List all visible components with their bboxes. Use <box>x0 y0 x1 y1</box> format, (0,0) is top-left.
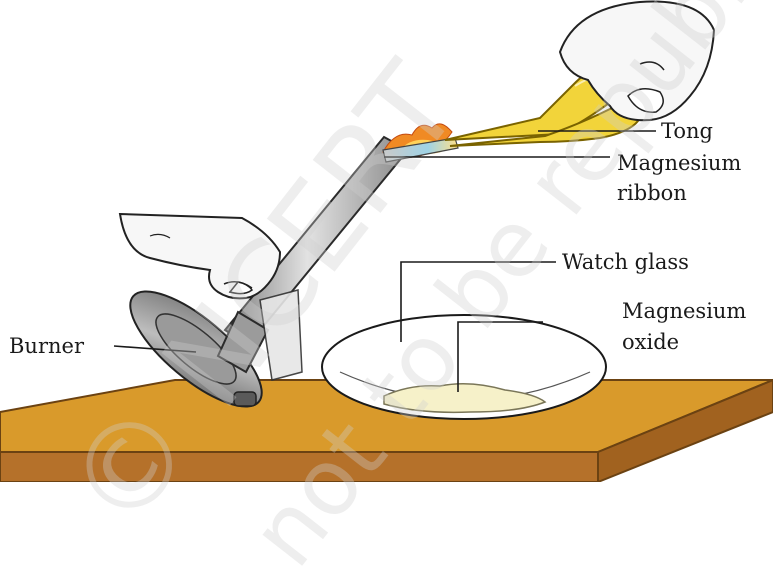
illustration <box>0 0 773 482</box>
diagram-canvas: Tong Magnesium ribbon Watch glass Magnes… <box>0 0 773 482</box>
hand-left <box>120 214 280 298</box>
label-magnesium-oxide-line1: Magnesium <box>622 299 746 323</box>
label-watch-glass: Watch glass <box>562 250 689 274</box>
label-magnesium-ribbon-line1: Magnesium <box>617 151 741 175</box>
label-magnesium-ribbon-line2: ribbon <box>617 181 687 205</box>
table-front <box>0 452 598 482</box>
label-burner: Burner <box>9 334 84 358</box>
label-tong: Tong <box>661 119 713 143</box>
label-magnesium-oxide-line2: oxide <box>622 330 679 354</box>
